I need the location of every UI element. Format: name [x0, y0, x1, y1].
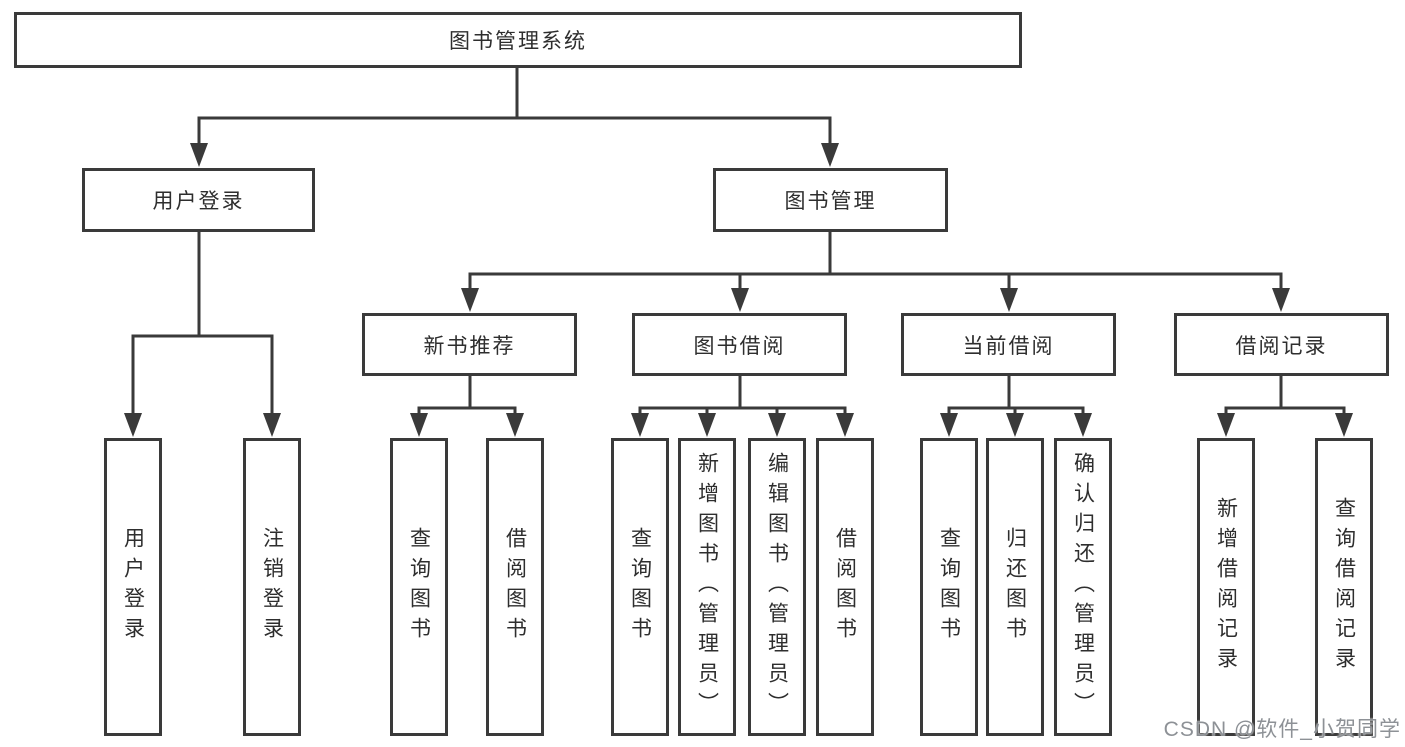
arrowhead [263, 413, 281, 437]
leaf-bb-query-books-label: 查询图书 [628, 527, 652, 647]
leaf-br-add-record-label: 新增借阅记录 [1214, 497, 1238, 677]
node-borrow-records: 借阅记录 [1174, 313, 1389, 376]
wire-borrow-records [1224, 375, 1346, 422]
wire-book-borrow [638, 375, 847, 422]
arrowhead [461, 288, 479, 312]
arrowhead [836, 413, 854, 437]
node-root-system: 图书管理系统 [14, 12, 1022, 68]
arrowhead [190, 143, 208, 167]
leaf-cb-confirm-return-admin-label: 确认归还（管理员） [1071, 452, 1095, 722]
leaf-nb-query-books-label: 查询图书 [407, 527, 431, 647]
node-book-borrow: 图书借阅 [632, 313, 847, 376]
node-root-label: 图书管理系统 [449, 30, 587, 53]
arrowhead [698, 413, 716, 437]
leaf-br-query-record: 查询借阅记录 [1315, 438, 1373, 736]
node-borrow-records-label: 借阅记录 [1235, 334, 1328, 358]
node-book-management: 图书管理 [713, 168, 948, 232]
leaf-nb-query-books: 查询图书 [390, 438, 448, 736]
arrowhead [821, 143, 839, 167]
wire-new-book [417, 375, 517, 422]
watermark: CSDN @软件_小贺同学 [1163, 718, 1401, 741]
arrowhead [731, 288, 749, 312]
leaf-bb-add-books-admin-label: 新增图书（管理员） [695, 452, 719, 722]
arrowhead [410, 413, 428, 437]
leaf-bb-edit-books-admin: 编辑图书（管理员） [748, 438, 806, 736]
arrowhead [631, 413, 649, 437]
wire-book-mgmt [468, 230, 1283, 294]
arrowhead [1006, 413, 1024, 437]
leaf-cb-return-books-label: 归还图书 [1003, 527, 1027, 647]
node-book-borrow-label: 图书借阅 [693, 334, 786, 358]
leaf-cb-query-books-label: 查询图书 [937, 527, 961, 647]
node-current-borrow: 当前借阅 [901, 313, 1116, 376]
leaf-cb-return-books: 归还图书 [986, 438, 1044, 736]
leaf-br-add-record: 新增借阅记录 [1197, 438, 1255, 736]
node-new-book-recommend: 新书推荐 [362, 313, 577, 376]
leaf-user-login: 用户登录 [104, 438, 162, 736]
arrowhead [506, 413, 524, 437]
leaf-bb-add-books-admin: 新增图书（管理员） [678, 438, 736, 736]
arrowhead [1335, 413, 1353, 437]
node-user-login-label: 用户登录 [152, 190, 245, 213]
leaf-logout-label: 注销登录 [260, 527, 284, 647]
arrowhead [124, 413, 142, 437]
node-new-book-recommend-label: 新书推荐 [423, 334, 516, 358]
node-current-borrow-label: 当前借阅 [962, 334, 1055, 358]
leaf-br-query-record-label: 查询借阅记录 [1332, 497, 1356, 677]
leaf-bb-borrow-books-label: 借阅图书 [833, 527, 857, 647]
arrowhead [1217, 413, 1235, 437]
leaf-nb-borrow-books: 借阅图书 [486, 438, 544, 736]
arrowhead [1272, 288, 1290, 312]
arrowhead [768, 413, 786, 437]
arrowhead [940, 413, 958, 437]
leaf-user-login-label: 用户登录 [121, 527, 145, 647]
node-book-management-label: 图书管理 [784, 190, 877, 213]
leaf-bb-query-books: 查询图书 [611, 438, 669, 736]
node-user-login: 用户登录 [82, 168, 315, 232]
leaf-bb-edit-books-admin-label: 编辑图书（管理员） [765, 452, 789, 722]
arrowhead [1000, 288, 1018, 312]
leaf-logout: 注销登录 [243, 438, 301, 736]
leaf-cb-confirm-return-admin: 确认归还（管理员） [1054, 438, 1112, 736]
wire-root [197, 66, 832, 149]
wire-user-login [131, 230, 274, 420]
arrowhead [1074, 413, 1092, 437]
leaf-nb-borrow-books-label: 借阅图书 [503, 527, 527, 647]
leaf-bb-borrow-books: 借阅图书 [816, 438, 874, 736]
leaf-cb-query-books: 查询图书 [920, 438, 978, 736]
